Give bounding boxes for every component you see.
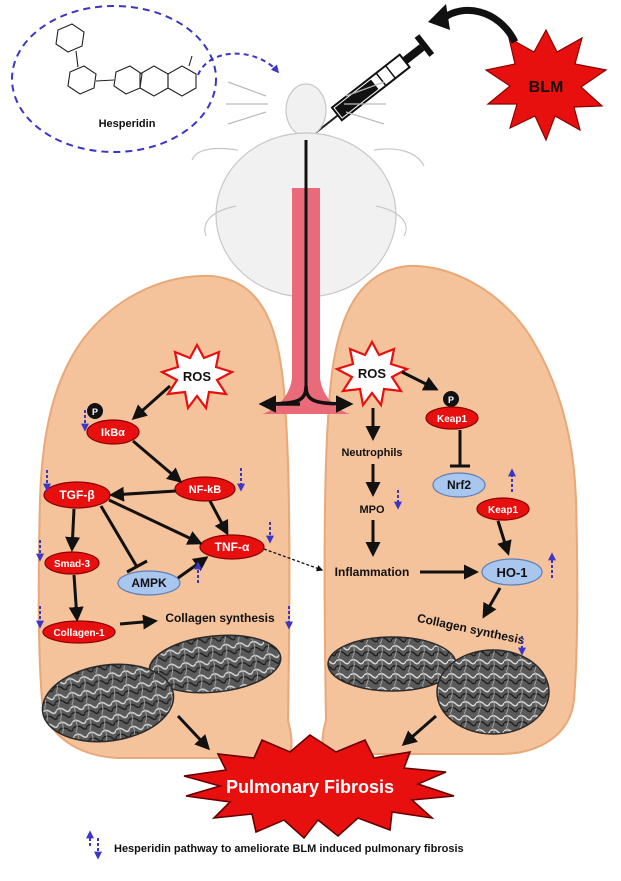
node-keap1-top: Keap1 [425, 406, 479, 430]
tnfa-to-inflammation-dashed-arrow [263, 548, 324, 572]
svg-text:Keap1: Keap1 [488, 505, 518, 516]
right-ros-burst: ROS [334, 339, 410, 408]
left-collagen-synthesis-label: Collagen synthesis [165, 611, 275, 625]
node-smad3: Smad-3 [44, 551, 100, 575]
down-indicator-icon [36, 410, 526, 656]
svg-text:Smad-3: Smad-3 [54, 559, 91, 570]
svg-text:AMPK: AMPK [131, 576, 167, 590]
blm-starburst: BLM [484, 28, 608, 142]
hesperidin-structure-icon [55, 23, 197, 97]
right-pathway-arrows [365, 370, 512, 619]
node-ikba: IkBα [86, 419, 140, 445]
node-keap1-bottom: Keap1 [476, 497, 530, 521]
svg-text:NF-kB: NF-kB [189, 484, 221, 496]
node-nfkb: NF-kB [174, 476, 236, 502]
up-indicator-icon [194, 468, 556, 583]
node-tgfb: TGF-β [43, 481, 111, 509]
svg-text:IkBα: IkBα [101, 427, 125, 439]
fibrotic-tissue-images [41, 634, 550, 743]
left-phospho-label: P [92, 407, 98, 417]
legend: Hesperidin pathway to ameliorate BLM ind… [86, 830, 464, 860]
svg-text:Collagen-1: Collagen-1 [53, 628, 105, 639]
node-collagen1: Collagen-1 [42, 620, 116, 644]
neutrophils-label: Neutrophils [341, 447, 402, 459]
pulmonary-fibrosis-burst: Pulmonary Fibrosis [183, 734, 455, 840]
left-pathway-arrows [65, 384, 229, 630]
hesperidin-indicator-icons [36, 410, 556, 656]
pulmonary-fibrosis-label: Pulmonary Fibrosis [226, 777, 394, 797]
fibrosis-arrows [176, 714, 437, 751]
left-ros-label: ROS [183, 369, 212, 384]
node-nrf2: Nrf2 [432, 472, 486, 498]
node-ampk: AMPK [117, 570, 181, 596]
node-tnfa: TNF-α [199, 534, 265, 560]
right-phospho-label: P [448, 395, 454, 405]
svg-text:HO-1: HO-1 [496, 565, 527, 580]
hesperidin-label: Hesperidin [99, 118, 156, 130]
node-ho1: HO-1 [481, 558, 543, 586]
right-ros-label: ROS [358, 366, 387, 381]
svg-text:TGF-β: TGF-β [59, 488, 94, 502]
left-ros-burst: ROS [159, 342, 235, 411]
svg-text:Keap1: Keap1 [437, 414, 467, 425]
blm-curved-arrow [441, 7, 519, 44]
svg-text:TNF-α: TNF-α [215, 540, 250, 554]
svg-text:Nrf2: Nrf2 [447, 478, 471, 492]
mpo-label: MPO [359, 504, 385, 516]
blm-label: BLM [529, 79, 564, 96]
inflammation-label: Inflammation [335, 565, 410, 579]
legend-up-down-icon [86, 830, 102, 860]
hesperidin-inset: Hesperidin [11, 5, 280, 153]
legend-text: Hesperidin pathway to ameliorate BLM ind… [114, 843, 464, 855]
